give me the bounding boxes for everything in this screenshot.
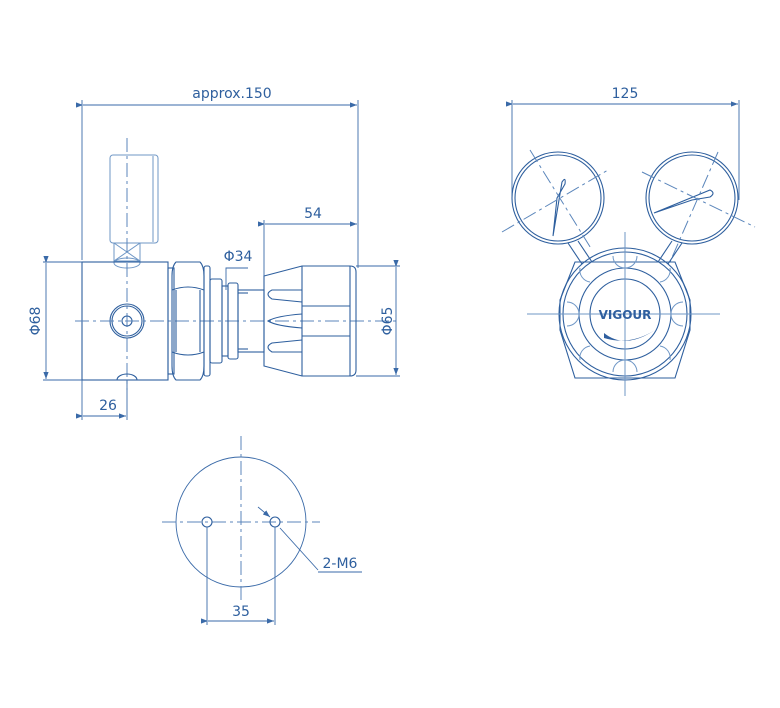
dim-gauge-span: 125	[612, 86, 639, 102]
dim-port-offset: 26	[99, 398, 117, 414]
dim-body-diameter: Φ68	[28, 307, 44, 336]
logo-swoosh-icon	[604, 330, 655, 341]
dim-knob-length: 54	[304, 206, 322, 222]
front-view: 125	[501, 86, 756, 396]
dim-bonnet-diameter: Φ34	[224, 249, 253, 265]
dim-knob-diameter: Φ65	[380, 307, 396, 336]
dim-hole-spec: 2-M6	[323, 556, 358, 572]
brand-logo: VIGOUR	[599, 308, 652, 322]
left-gauge	[501, 149, 609, 251]
side-view: approx.150 Φ68 26	[28, 86, 400, 420]
dim-overall-length: approx.150	[192, 86, 271, 102]
right-gauge	[641, 151, 756, 263]
dim-hole-spacing: 35	[232, 604, 250, 620]
rear-view: 2-M6 35	[162, 436, 362, 625]
